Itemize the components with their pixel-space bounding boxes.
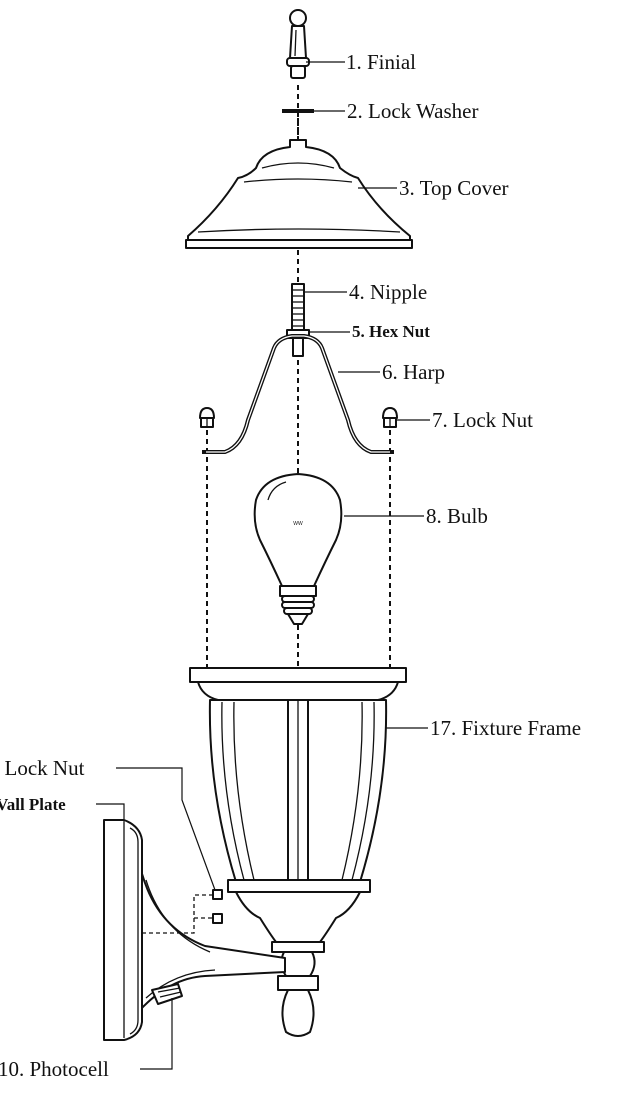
bulb-marking: WW bbox=[293, 521, 303, 527]
hex-nut-part bbox=[286, 329, 310, 357]
photocell-part bbox=[151, 983, 183, 1005]
leader-photocell bbox=[140, 998, 173, 1070]
label-bulb: 8. Bulb bbox=[426, 504, 488, 528]
label-wall-plate: Vall Plate bbox=[0, 795, 66, 814]
fixture-frame-part bbox=[189, 667, 407, 1037]
side-lock-nut-guide bbox=[142, 894, 213, 934]
nipple-part bbox=[291, 283, 305, 333]
label-lock-washer: 2. Lock Washer bbox=[347, 99, 478, 123]
top-cover-part bbox=[185, 139, 413, 249]
label-photocell: 10. Photocell bbox=[0, 1057, 109, 1081]
label-finial: 1. Finial bbox=[346, 50, 416, 74]
label-nipple: 4. Nipple bbox=[349, 280, 427, 304]
lock-nut-side-lower-part bbox=[212, 913, 223, 924]
label-hex-nut: 5. Hex Nut bbox=[352, 322, 430, 341]
label-lock-nut-side: . Lock Nut bbox=[0, 756, 85, 780]
label-top-cover: 3. Top Cover bbox=[399, 176, 509, 200]
wall-plate-part bbox=[103, 819, 143, 1041]
label-fixture-frame: 17. Fixture Frame bbox=[430, 716, 581, 740]
leader-lock-nut-side bbox=[116, 767, 216, 891]
lock-nut-top-right-part bbox=[382, 407, 398, 428]
label-harp: 6. Harp bbox=[382, 360, 445, 384]
label-lock-nut-top: 7. Lock Nut bbox=[432, 408, 533, 432]
finial-part bbox=[286, 9, 310, 79]
lock-nut-top-left-part bbox=[199, 407, 215, 428]
bulb-part: WW bbox=[253, 473, 343, 625]
leader-wall-plate bbox=[96, 803, 125, 822]
lock-washer-part bbox=[282, 109, 314, 113]
harp-part bbox=[202, 334, 394, 454]
lock-nut-side-upper-part bbox=[212, 889, 223, 900]
